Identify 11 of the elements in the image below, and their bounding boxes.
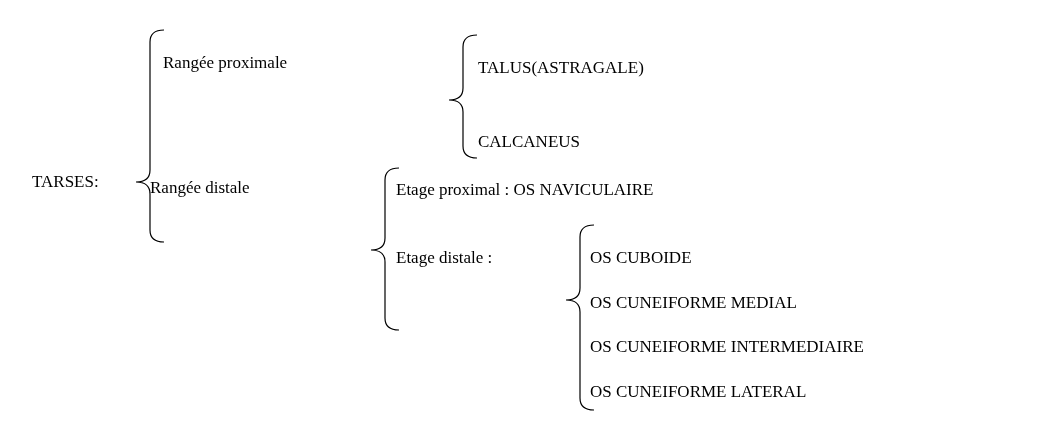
label-text: OS CUBOIDE — [590, 248, 692, 268]
label-text: Rangée proximale — [163, 53, 288, 73]
label-text: TALUS(ASTRAGALE) — [478, 58, 644, 78]
label-text: OS CUNEIFORME INTERMEDIAIRE — [590, 337, 864, 357]
label-text: OS CUNEIFORME MEDIAL — [590, 293, 797, 313]
label-text: OS CUNEIFORME LATERAL — [590, 382, 807, 402]
label-text: TARSES: — [32, 172, 99, 192]
label-text: Etage proximal : OS NAVICULAIRE — [396, 180, 654, 200]
label-text: Etage distale : — [396, 248, 493, 268]
label-text: CALCANEUS — [478, 132, 580, 152]
label-text: Rangée distale — [150, 178, 250, 198]
